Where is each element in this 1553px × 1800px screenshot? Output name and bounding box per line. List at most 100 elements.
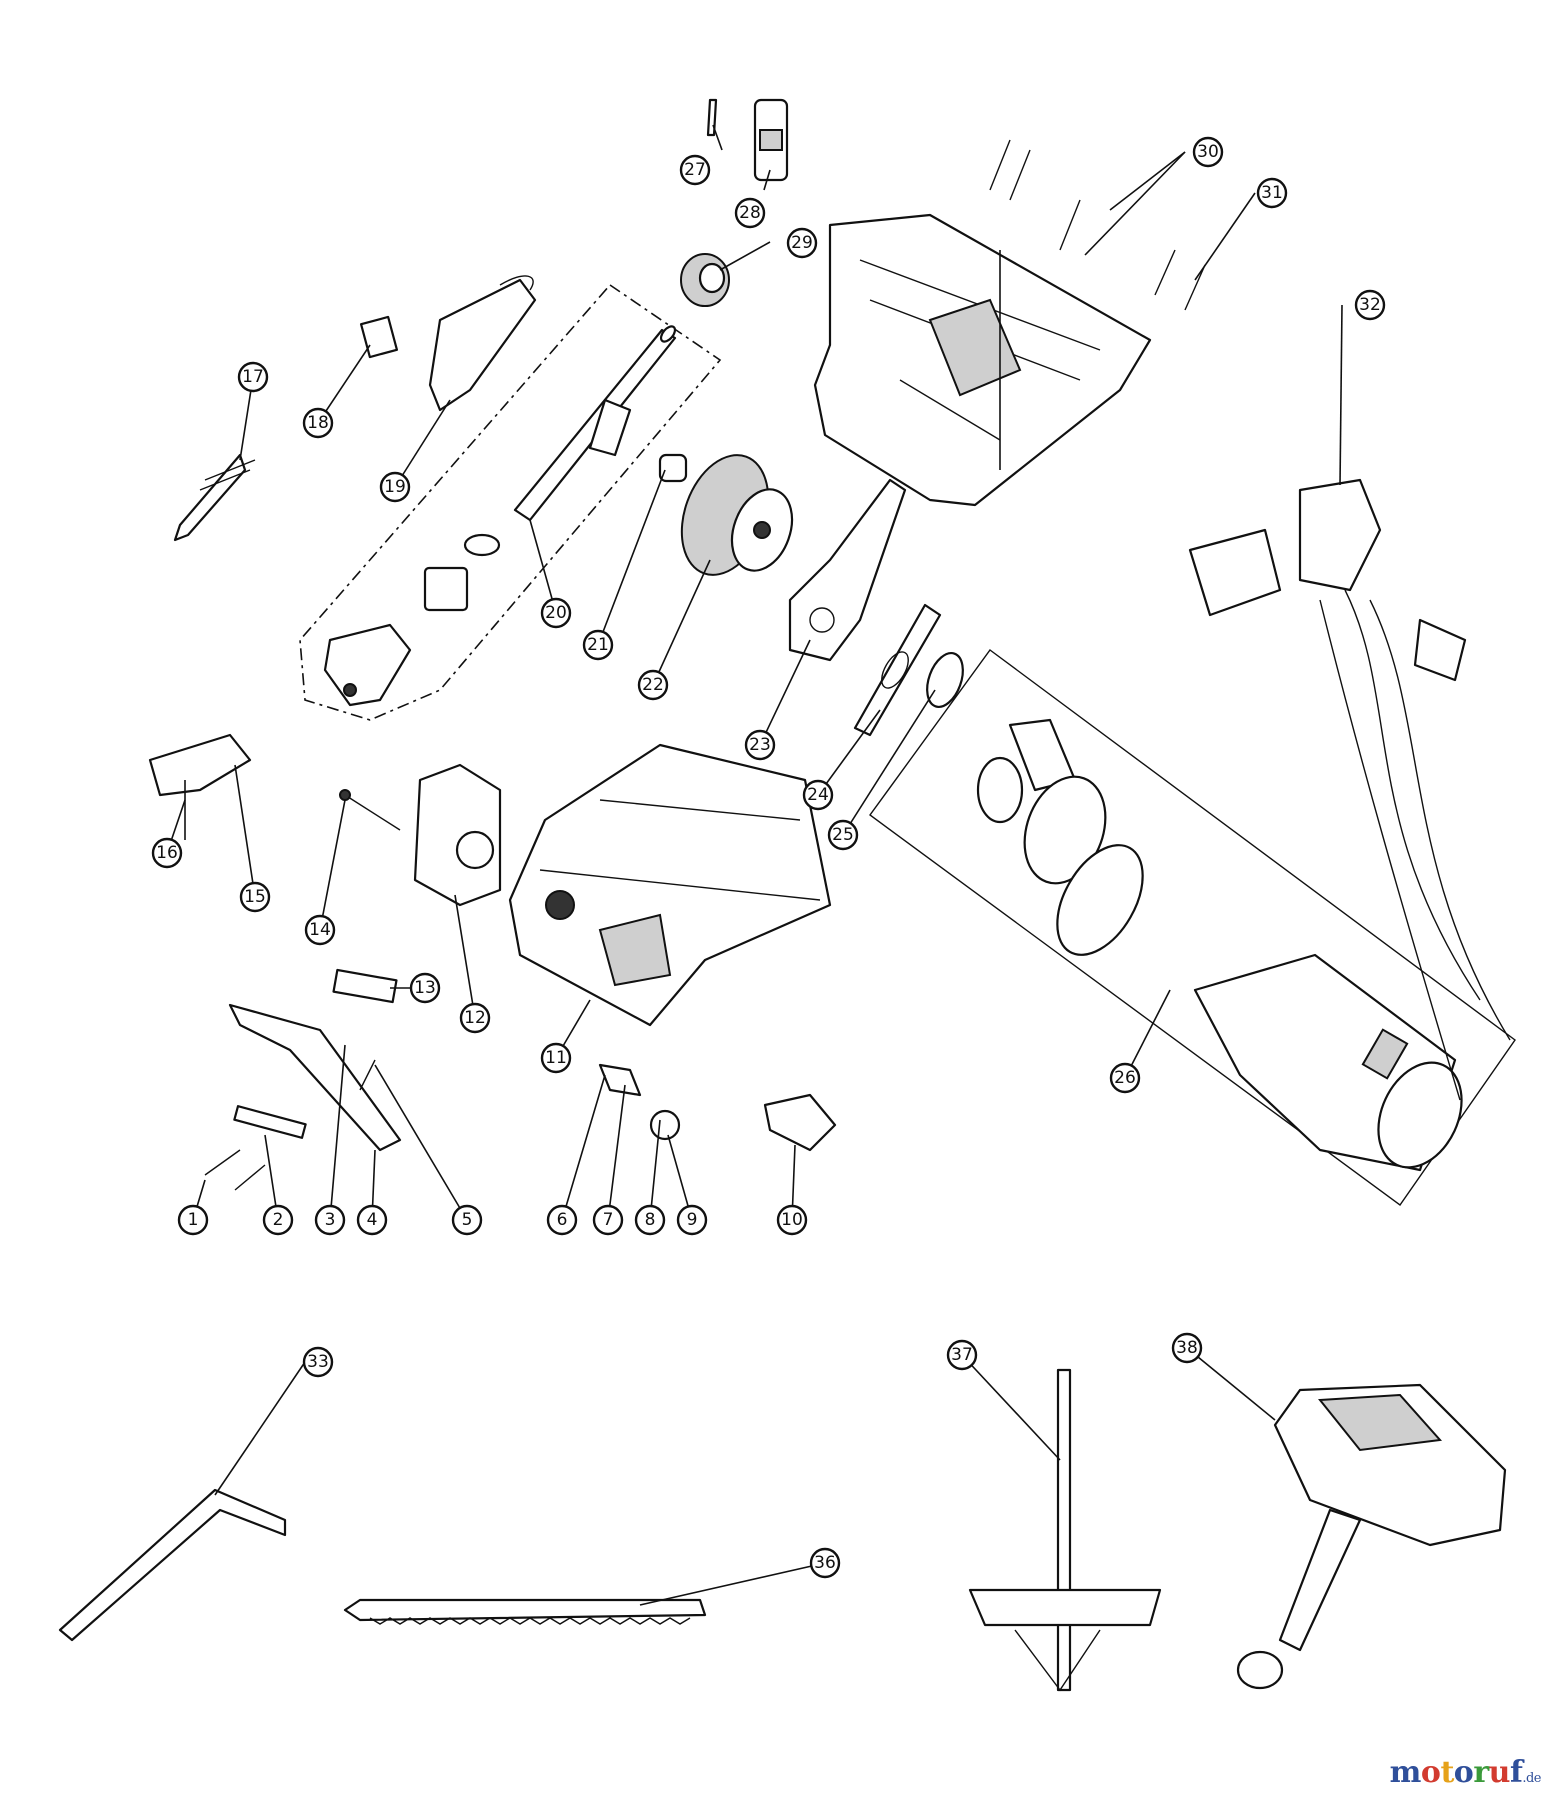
callout-12: 12 [459,1002,491,1034]
part-1-screws [204,1149,266,1191]
svg-text:30: 30 [1197,142,1219,162]
part-28-switch [753,98,789,182]
svg-text:6: 6 [557,1210,568,1230]
svg-text:27: 27 [684,160,706,180]
callout-1: 1 [177,1204,209,1236]
callout-38: 38 [1171,1332,1203,1364]
callout-36: 36 [809,1547,841,1579]
svg-text:28: 28 [739,203,761,223]
svg-text:8: 8 [645,1210,656,1230]
callout-26: 26 [1109,1062,1141,1094]
callout-13: 13 [409,972,441,1004]
callout-31: 31 [1256,177,1288,209]
svg-text:9: 9 [687,1210,698,1230]
svg-text:19: 19 [384,477,406,497]
part-18-block [359,315,399,359]
blade-clamp [323,623,412,707]
svg-text:10: 10 [781,1210,803,1230]
motoruf-watermark: motoruf.de [1389,1755,1542,1790]
svg-text:12: 12 [464,1008,486,1028]
leader-lines [166,124,1343,1606]
svg-text:20: 20 [545,603,567,623]
svg-text:38: 38 [1176,1338,1198,1358]
washer [463,533,501,557]
callout-17: 17 [237,361,269,393]
callout-21: 21 [582,629,614,661]
svg-text:1: 1 [188,1210,199,1230]
callout-7: 7 [592,1204,624,1236]
callout-23: 23 [744,729,776,761]
svg-text:11: 11 [545,1048,567,1068]
slider-block [423,566,469,612]
svg-text:31: 31 [1261,183,1283,203]
callout-2: 2 [262,1204,294,1236]
callout-14: 14 [304,914,336,946]
callout-19: 19 [379,471,411,503]
callout-6: 6 [546,1204,578,1236]
watermark-letter: o [1453,1755,1474,1790]
part-23-arm [788,478,907,662]
callout-29: 29 [786,227,818,259]
part-13-plate [332,968,398,1004]
svg-text:15: 15 [244,887,266,907]
svg-text:7: 7 [603,1210,614,1230]
part-22-gear [680,454,794,576]
svg-text:4: 4 [367,1210,378,1230]
watermark-letter: t [1440,1755,1454,1790]
svg-text:23: 23 [749,735,771,755]
part-17-spring [173,453,256,542]
assembly-group-outline [299,283,722,721]
callout-11: 11 [540,1042,572,1074]
callout-24: 24 [802,779,834,811]
svg-text:14: 14 [309,920,331,940]
callout-15: 15 [239,881,271,913]
callout-27: 27 [679,154,711,186]
callout-25: 25 [827,819,859,851]
watermark-letter: m [1389,1755,1422,1790]
part-29-pinion [680,253,730,307]
callout-4: 4 [356,1204,388,1236]
callout-3: 3 [314,1204,346,1236]
part-6-7-clip [598,1063,642,1097]
part-4-base-plate [228,1003,402,1152]
callouts: 1 2 3 4 5 6 7 8 9 10 11 12 13 14 15 16 1… [151,136,1386,1579]
svg-text:32: 32 [1359,295,1381,315]
svg-text:33: 33 [307,1352,329,1372]
callout-5: 5 [451,1204,483,1236]
part-2-plate [233,1105,307,1139]
part-24-plate [853,603,942,737]
callout-30: 30 [1192,136,1224,168]
svg-text:13: 13 [414,978,436,998]
part-14-screws [339,789,401,831]
part-10-button [763,1093,837,1152]
part-20-rod [513,328,677,522]
part-33-hex-key [58,1488,287,1642]
svg-text:25: 25 [832,825,854,845]
callout-20: 20 [540,597,572,629]
part-15-16-clamp [148,733,252,840]
svg-text:18: 18 [307,413,329,433]
housing-screws [989,139,1206,311]
svg-text:22: 22 [642,675,664,695]
callout-32: 32 [1354,289,1386,321]
housing-half [813,213,1152,507]
part-11-housing [508,743,832,1027]
watermark-letter: r [1473,1755,1489,1790]
callout-22: 22 [637,669,669,701]
callout-37: 37 [946,1339,978,1371]
svg-text:16: 16 [156,843,178,863]
part-21-bushing [658,453,688,483]
svg-text:37: 37 [951,1345,973,1365]
callout-33: 33 [302,1346,334,1378]
svg-text:3: 3 [325,1210,336,1230]
part-38-battery [1236,1383,1507,1690]
part-26-motor [976,718,1463,1172]
callout-16: 16 [151,837,183,869]
svg-text:17: 17 [242,367,264,387]
callout-10: 10 [776,1204,808,1236]
motor-group-outline [869,649,1516,1206]
roller-guide [588,398,632,457]
watermark-suffix: .de [1522,1771,1541,1786]
svg-text:29: 29 [791,233,813,253]
